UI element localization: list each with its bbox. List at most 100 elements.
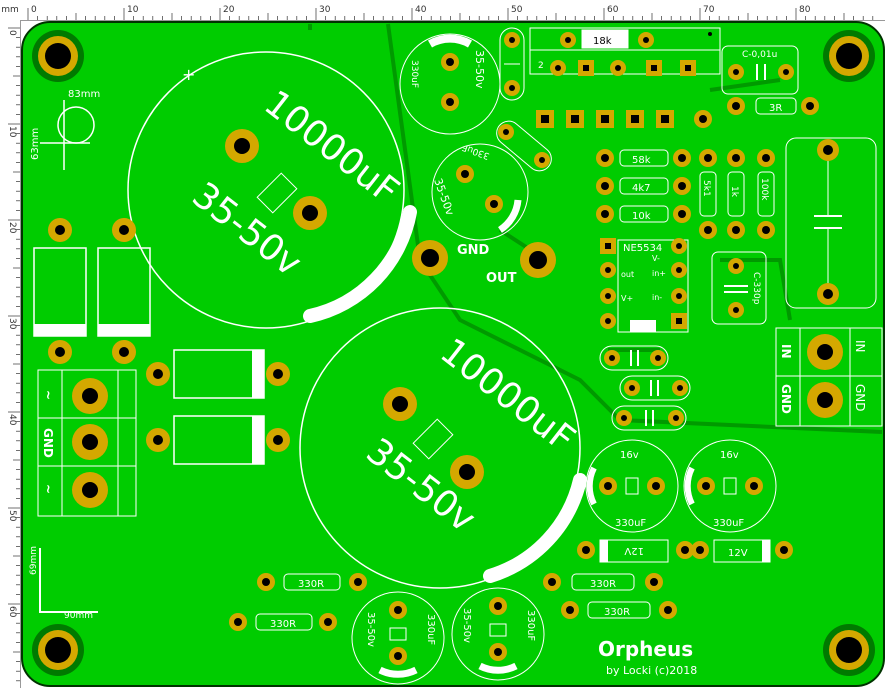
pwr-ac1-label: ~ (41, 390, 55, 400)
ruler-top-label: 50 (511, 5, 523, 15)
ruler-top-label: 10 (127, 5, 139, 15)
res-330r-1[interactable]: 330R (257, 573, 367, 591)
zener-right[interactable]: 12V (691, 539, 793, 563)
pad-row-top[interactable] (536, 110, 712, 128)
cap-bottom-right-value: 330uF (525, 610, 536, 641)
cap-16v-right-voltage: 16v (720, 450, 739, 461)
ruler-left-label: 0 (7, 30, 17, 36)
input-connector[interactable]: IN GND IN GND (775, 327, 883, 427)
cap-film-2[interactable] (619, 375, 691, 401)
block-left-1[interactable] (33, 218, 87, 364)
dimension-marker-bottom (39, 548, 98, 613)
res-1k[interactable]: 1k (727, 149, 745, 239)
res-330r-4-label: 330R (604, 607, 630, 618)
cap-16v-left[interactable]: 16v 330uF (585, 439, 679, 533)
cap-16v-right[interactable]: 16v 330uF (683, 439, 777, 533)
ruler-top-label: 20 (223, 5, 235, 15)
cap-bottom-left-value: 330uF (425, 614, 436, 645)
in-conn-label-gnd: GND (779, 384, 793, 414)
dim-height-bottom: 69mm (29, 546, 39, 575)
power-connector[interactable]: ~ GND ~ (37, 369, 137, 517)
cap-bottom-left-voltage: 35-50v (365, 612, 376, 647)
res-330r-1-label: 330R (298, 579, 324, 590)
res-100k-label: 100k (759, 178, 769, 201)
zener-left[interactable]: 12V (577, 539, 694, 563)
ruler-top-label: 40 (415, 5, 427, 15)
ic-pin-out: out (621, 270, 634, 279)
res-10k-label: 10k (632, 211, 651, 222)
ruler-left-label: 20 (7, 222, 17, 234)
cap-c330p-label: C-330p (751, 272, 761, 305)
cap-film-right[interactable] (785, 137, 877, 309)
pcb-board[interactable]: 83mm 63mm 69mm 90mm + 10000uF 35-50v 100… (20, 20, 885, 688)
res-4k7[interactable]: 4k7 (596, 177, 691, 195)
cap-small-angled[interactable] (492, 116, 556, 176)
ic-pin-vminus: V- (652, 254, 660, 263)
cap-16v-left-value: 330uF (615, 518, 646, 529)
res-5k1[interactable]: 5k1 (699, 149, 717, 239)
header-block[interactable]: 18k 2 (529, 27, 721, 76)
ruler-top-label: 0 (31, 5, 37, 15)
board-credit: by Locki (c)2018 (606, 664, 697, 677)
ruler-unit: mm (0, 0, 20, 20)
ruler-left-label: 50 (7, 510, 17, 522)
out-pad[interactable] (520, 242, 556, 278)
ruler-left-label: 60 (7, 606, 17, 618)
cap-film-1[interactable] (599, 345, 669, 371)
res-18k-label: 18k (593, 36, 612, 47)
cap-film-3[interactable] (611, 405, 687, 431)
cap-top-vertical[interactable] (499, 27, 525, 101)
cap-c001[interactable]: C-0,01u (721, 45, 799, 95)
ruler-top-label: 60 (607, 5, 619, 15)
ic-ne5534[interactable]: NE5534 V- out in+ in- V+ (600, 238, 689, 333)
in-side-label-in: IN (853, 340, 867, 353)
dim-width-top: 83mm (68, 89, 100, 100)
res-330r-3-label: 330R (590, 579, 616, 590)
zener-right-label: 12V (728, 548, 748, 559)
res-330r-3[interactable]: 330R (543, 573, 663, 591)
res-58k[interactable]: 58k (596, 149, 691, 167)
ic-name-label: NE5534 (623, 243, 662, 254)
res-4k7-label: 4k7 (632, 183, 651, 194)
board-name: Orpheus (598, 637, 693, 661)
diode-2[interactable] (146, 415, 290, 465)
block-left-2[interactable] (97, 218, 151, 364)
res-5k1-label: 5k1 (701, 180, 711, 197)
ruler-left-label: 40 (7, 414, 17, 426)
cap-16v-right-value: 330uF (713, 518, 744, 529)
cap-bottom-right-voltage: 35-50v (461, 608, 472, 643)
pin2-label: 2 (538, 61, 544, 71)
cap-bottom-left[interactable]: 35-50v 330uF (351, 591, 445, 685)
diode-1[interactable] (146, 349, 290, 399)
ruler-top-label: 30 (319, 5, 331, 15)
cap-top-small-voltage: 35-50v (473, 50, 486, 89)
ruler-top-label: 70 (703, 5, 715, 15)
cap-c330p[interactable]: C-330p (711, 251, 767, 325)
dim-width-bottom: 90mm (64, 611, 93, 621)
res-1k-label: 1k (729, 186, 739, 198)
res-3r-label: 3R (769, 103, 782, 114)
res-10k[interactable]: 10k (596, 205, 691, 223)
gnd-pad[interactable] (412, 240, 448, 276)
cap-c001-label: C-0,01u (742, 50, 777, 60)
ruler-left-label: 10 (7, 126, 17, 138)
res-330r-2[interactable]: 330R (229, 613, 337, 631)
out-label: OUT (486, 271, 517, 286)
res-330r-4[interactable]: 330R (561, 601, 677, 619)
cap-top-small[interactable]: 330uF 35-50v (399, 33, 501, 135)
cap-bottom-right[interactable]: 35-50v 330uF (451, 587, 545, 681)
res-3r[interactable]: 3R (727, 97, 819, 115)
pwr-gnd-label: GND (41, 428, 55, 458)
res-100k[interactable]: 100k (757, 149, 775, 239)
res-330r-2-label: 330R (270, 619, 296, 630)
ic-pin-vplus: V+ (621, 294, 633, 303)
svg-text:+: + (182, 65, 195, 84)
gnd-label: GND (457, 243, 490, 258)
mounting-holes (32, 30, 875, 676)
in-side-label-gnd: GND (853, 384, 867, 412)
res-58k-label: 58k (632, 155, 651, 166)
ic-pin-inplus: in+ (652, 269, 666, 278)
